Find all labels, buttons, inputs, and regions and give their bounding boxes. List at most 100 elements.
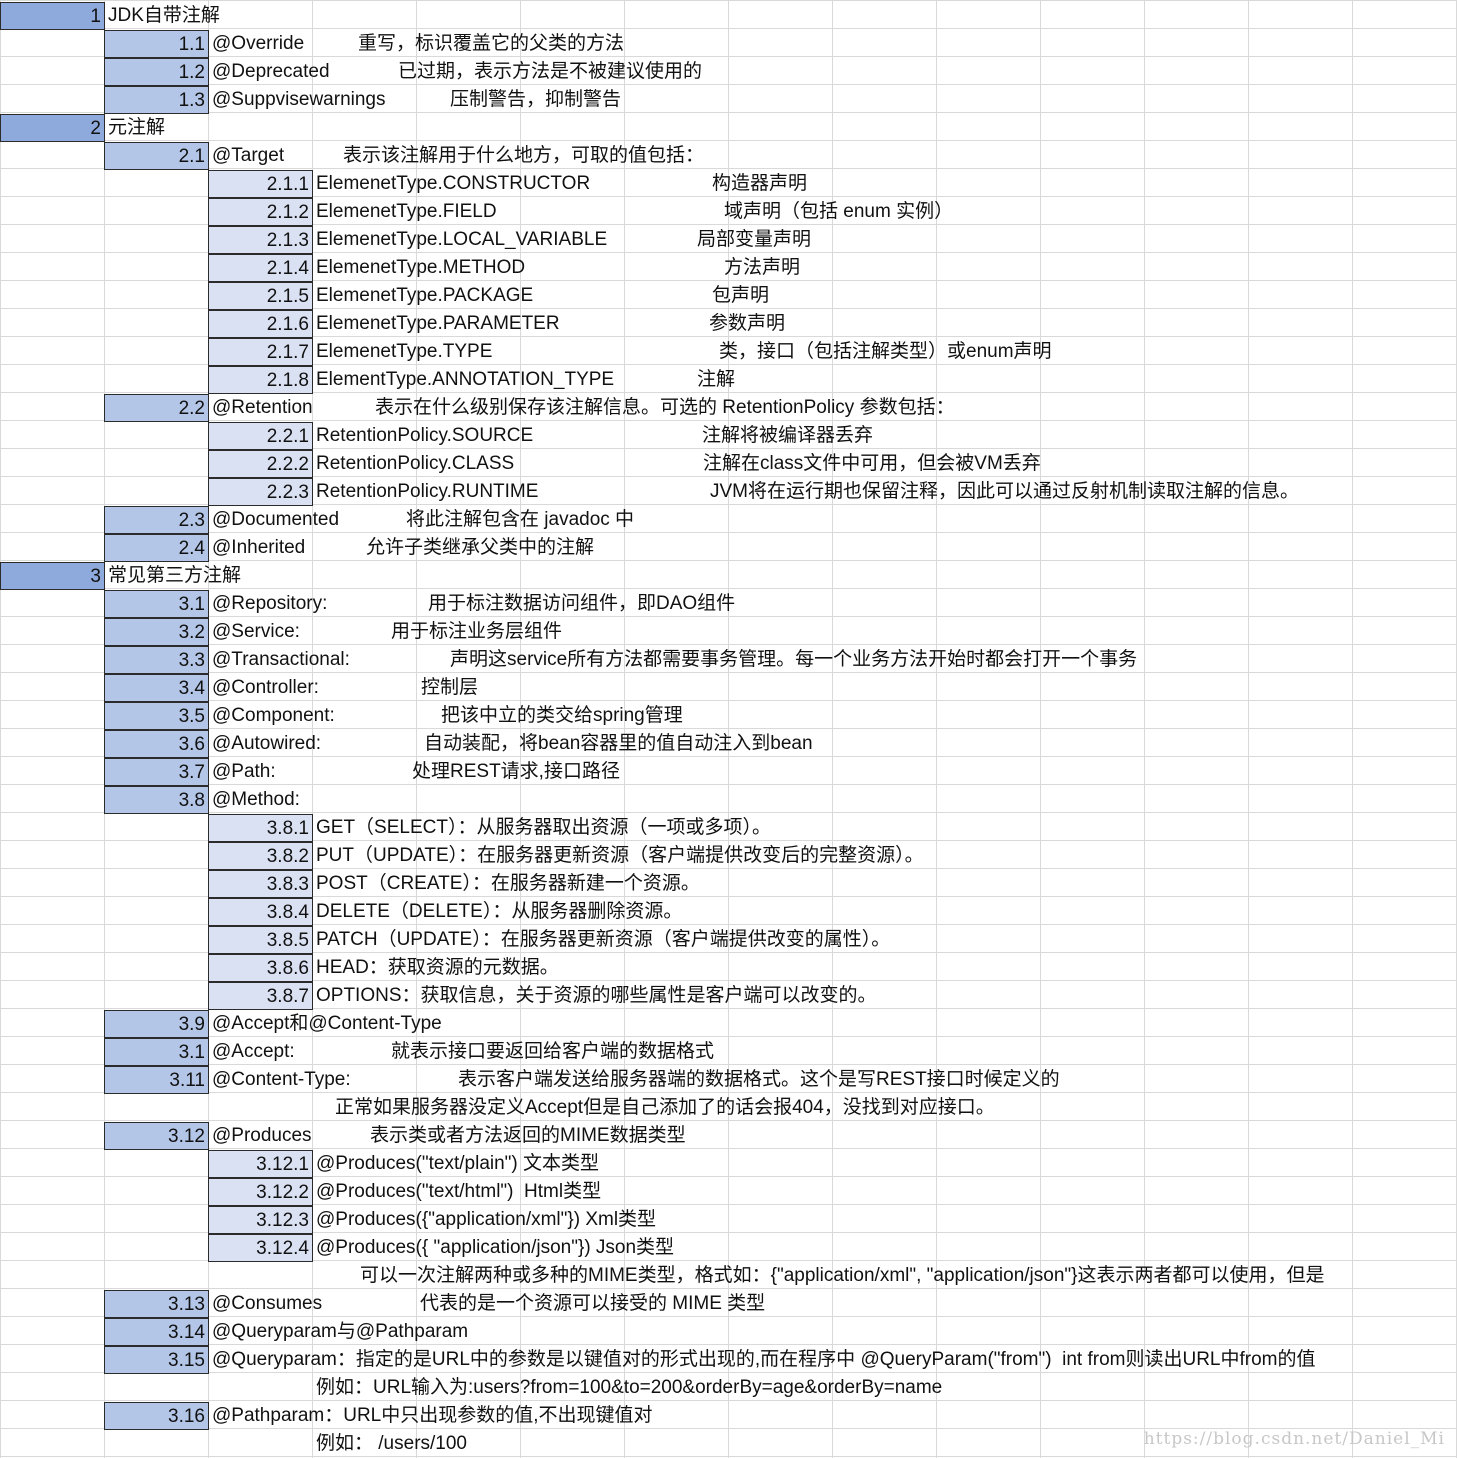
- row-note-text[interactable]: 例如： /users/100: [316, 1433, 467, 1454]
- row-description-cell[interactable]: 代表的是一个资源可以接受的 MIME 类型: [420, 1293, 766, 1314]
- row-description-cell[interactable]: 注解将被编译器丢弃: [702, 425, 874, 446]
- row-number-cell[interactable]: 2.1.3: [208, 226, 313, 254]
- row-note-text[interactable]: 可以一次注解两种或多种的MIME类型，格式如：{"application/xml…: [360, 1265, 1325, 1286]
- row-label-cell[interactable]: @Content-Type:: [212, 1069, 351, 1090]
- row-description-cell[interactable]: 表示该注解用于什么地方，可取的值包括：: [343, 145, 705, 166]
- row-label-cell[interactable]: @Override: [212, 33, 305, 54]
- row-label-cell[interactable]: DELETE（DELETE）：从服务器删除资源。: [316, 901, 683, 922]
- row-description-cell[interactable]: 处理REST请求,接口路径: [412, 761, 620, 782]
- row-label-cell[interactable]: @Queryparam与@Pathparam: [212, 1321, 469, 1342]
- row-label-cell[interactable]: ElementType.ANNOTATION_TYPE: [316, 369, 615, 390]
- row-number-cell[interactable]: 3.15: [104, 1346, 209, 1374]
- row-number-cell[interactable]: 3.9: [104, 1010, 209, 1038]
- row-label-cell[interactable]: @Inherited: [212, 537, 306, 558]
- row-number-cell[interactable]: 3.8.7: [208, 982, 313, 1010]
- row-label-cell[interactable]: @Accept和@Content-Type: [212, 1013, 442, 1034]
- row-number-cell[interactable]: 2.2.3: [208, 478, 313, 506]
- row-number-cell[interactable]: 1.1: [104, 30, 209, 58]
- row-number-cell[interactable]: 3: [0, 562, 105, 590]
- row-label-cell[interactable]: RetentionPolicy.CLASS: [316, 453, 515, 474]
- row-number-cell[interactable]: 3.12.2: [208, 1178, 313, 1206]
- row-label-cell[interactable]: @Service:: [212, 621, 300, 642]
- row-label-cell[interactable]: JDK自带注解: [108, 5, 220, 26]
- row-description-cell[interactable]: 表示类或者方法返回的MIME数据类型: [370, 1125, 686, 1146]
- row-label-cell[interactable]: @Deprecated: [212, 61, 330, 82]
- row-number-cell[interactable]: 3.3: [104, 646, 209, 674]
- row-label-cell[interactable]: @Method:: [212, 789, 300, 810]
- row-number-cell[interactable]: 3.8: [104, 786, 209, 814]
- row-description-cell[interactable]: 表示在什么级别保存该注解信息。可选的 RetentionPolicy 参数包括：: [375, 397, 955, 418]
- row-label-cell[interactable]: @Pathparam：URL中只出现参数的值,不出现键值对: [212, 1405, 653, 1426]
- row-label-cell[interactable]: POST（CREATE）：在服务器新建一个资源。: [316, 873, 700, 894]
- row-description-cell[interactable]: 域声明（包括 enum 实例）: [724, 201, 954, 222]
- row-number-cell[interactable]: 3.12.4: [208, 1234, 313, 1262]
- row-number-cell[interactable]: 2.3: [104, 506, 209, 534]
- row-number-cell[interactable]: 3.5: [104, 702, 209, 730]
- row-description-cell[interactable]: 注解: [697, 369, 736, 390]
- row-label-cell[interactable]: 元注解: [108, 117, 166, 138]
- row-label-cell[interactable]: ElemenetType.PACKAGE: [316, 285, 534, 306]
- row-number-cell[interactable]: 3.2: [104, 618, 209, 646]
- row-number-cell[interactable]: 3.7: [104, 758, 209, 786]
- row-label-cell[interactable]: ElemenetType.FIELD: [316, 201, 497, 222]
- row-number-cell[interactable]: 2.1.2: [208, 198, 313, 226]
- row-description-cell[interactable]: 把该中立的类交给spring管理: [441, 705, 683, 726]
- row-label-cell[interactable]: @Produces("text/html") Html类型: [316, 1181, 602, 1202]
- row-number-cell[interactable]: 3.8.3: [208, 870, 313, 898]
- row-label-cell[interactable]: @Transactional:: [212, 649, 350, 670]
- row-description-cell[interactable]: 就表示接口要返回给客户端的数据格式: [391, 1041, 715, 1062]
- row-description-cell[interactable]: 局部变量声明: [697, 229, 812, 250]
- row-description-cell[interactable]: 参数声明: [709, 313, 786, 334]
- row-label-cell[interactable]: ElemenetType.LOCAL_VARIABLE: [316, 229, 608, 250]
- row-label-cell[interactable]: 常见第三方注解: [108, 565, 242, 586]
- row-number-cell[interactable]: 3.8.5: [208, 926, 313, 954]
- row-number-cell[interactable]: 3.12.1: [208, 1150, 313, 1178]
- row-description-cell[interactable]: 表示客户端发送给服务器端的数据格式。这个是写REST接口时候定义的: [458, 1069, 1060, 1090]
- row-label-cell[interactable]: RetentionPolicy.RUNTIME: [316, 481, 539, 502]
- row-description-cell[interactable]: 声明这service所有方法都需要事务管理。每一个业务方法开始时都会打开一个事务: [450, 649, 1138, 670]
- row-label-cell[interactable]: @Produces({"application/xml"}) Xml类型: [316, 1209, 657, 1230]
- row-number-cell[interactable]: 2.4: [104, 534, 209, 562]
- row-number-cell[interactable]: 3.13: [104, 1290, 209, 1318]
- row-number-cell[interactable]: 3.14: [104, 1318, 209, 1346]
- row-description-cell[interactable]: 包声明: [712, 285, 770, 306]
- row-number-cell[interactable]: 1.2: [104, 58, 209, 86]
- row-description-cell[interactable]: 用于标注业务层组件: [391, 621, 563, 642]
- row-number-cell[interactable]: 2.2.1: [208, 422, 313, 450]
- row-description-cell[interactable]: 将此注解包含在 javadoc 中: [406, 509, 635, 530]
- row-label-cell[interactable]: ElemenetType.TYPE: [316, 341, 493, 362]
- row-label-cell[interactable]: @Accept:: [212, 1041, 295, 1062]
- row-number-cell[interactable]: 3.8.6: [208, 954, 313, 982]
- row-number-cell[interactable]: 2.1.8: [208, 366, 313, 394]
- row-label-cell[interactable]: @Controller:: [212, 677, 319, 698]
- row-label-cell[interactable]: PUT（UPDATE）：在服务器更新资源（客户端提供改变后的完整资源）。: [316, 845, 924, 866]
- row-label-cell[interactable]: OPTIONS：获取信息，关于资源的哪些属性是客户端可以改变的。: [316, 985, 877, 1006]
- row-label-cell[interactable]: @Retention: [212, 397, 313, 418]
- row-description-cell[interactable]: 用于标注数据访问组件，即DAO组件: [428, 593, 736, 614]
- row-label-cell[interactable]: HEAD：获取资源的元数据。: [316, 957, 559, 978]
- row-number-cell[interactable]: 3.11: [104, 1066, 209, 1094]
- row-number-cell[interactable]: 3.8.4: [208, 898, 313, 926]
- row-number-cell[interactable]: 3.8.1: [208, 814, 313, 842]
- row-label-cell[interactable]: @Queryparam：指定的是URL中的参数是以键值对的形式出现的,而在程序中…: [212, 1349, 1316, 1370]
- row-description-cell[interactable]: 方法声明: [724, 257, 801, 278]
- row-number-cell[interactable]: 2.1.4: [208, 254, 313, 282]
- row-number-cell[interactable]: 3.1: [104, 1038, 209, 1066]
- row-note-text[interactable]: 例如：URL输入为:users?from=100&to=200&orderBy=…: [316, 1377, 943, 1398]
- row-label-cell[interactable]: ElemenetType.CONSTRUCTOR: [316, 173, 591, 194]
- row-number-cell[interactable]: 2.1.6: [208, 310, 313, 338]
- row-number-cell[interactable]: 2.1: [104, 142, 209, 170]
- row-number-cell[interactable]: 3.6: [104, 730, 209, 758]
- row-description-cell[interactable]: 自动装配，将bean容器里的值自动注入到bean: [424, 733, 813, 754]
- row-description-cell[interactable]: 已过期，表示方法是不被建议使用的: [398, 61, 703, 82]
- row-label-cell[interactable]: PATCH（UPDATE）：在服务器更新资源（客户端提供改变的属性）。: [316, 929, 891, 950]
- row-description-cell[interactable]: 重写，标识覆盖它的父类的方法: [358, 33, 625, 54]
- row-note-text[interactable]: 正常如果服务器没定义Accept但是自己添加了的话会报404，没找到对应接口。: [335, 1097, 995, 1118]
- row-number-cell[interactable]: 3.12.3: [208, 1206, 313, 1234]
- row-description-cell[interactable]: 允许子类继承父类中的注解: [366, 537, 595, 558]
- row-label-cell[interactable]: @Repository:: [212, 593, 328, 614]
- row-number-cell[interactable]: 1: [0, 2, 105, 30]
- row-number-cell[interactable]: 2.1.7: [208, 338, 313, 366]
- row-label-cell[interactable]: @Component:: [212, 705, 335, 726]
